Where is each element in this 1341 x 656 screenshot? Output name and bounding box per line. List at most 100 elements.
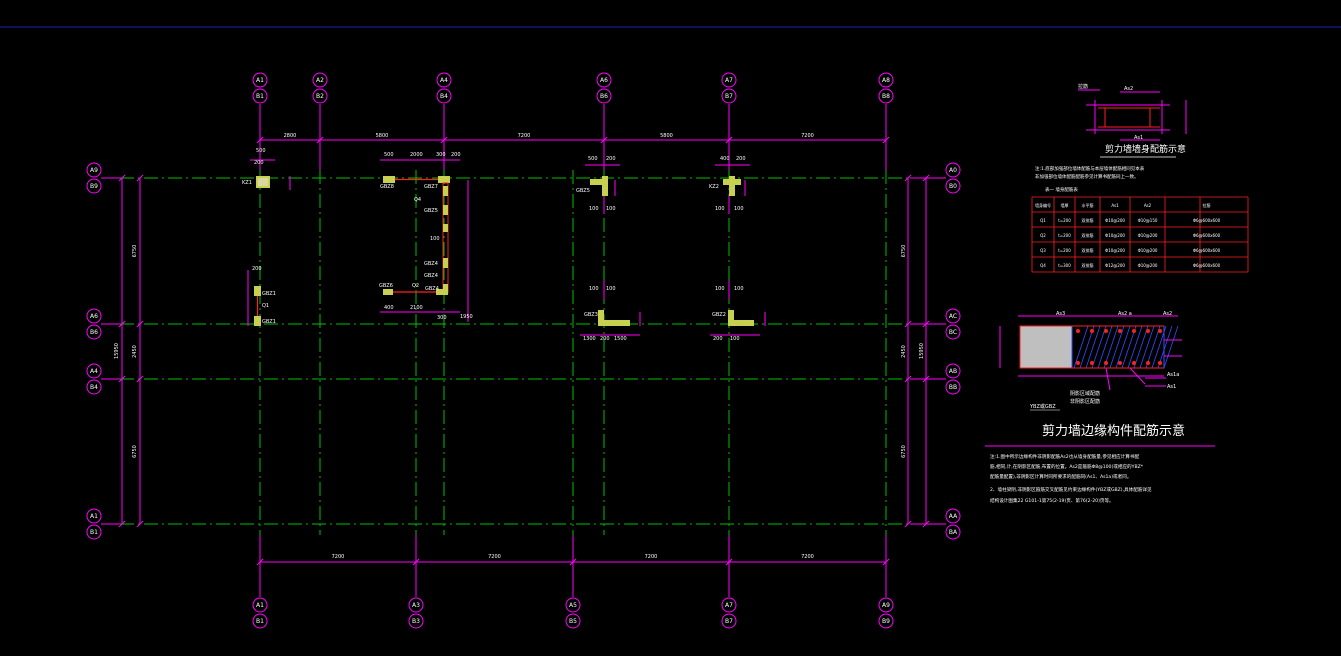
edge-note-4: 2、墙柱梁阴,非阴影区箍筋交叉配筋见约束边缘构件(YBZ或GBZ),具体配筋详见 (990, 486, 1152, 493)
local-dim-100g: 100 (715, 286, 725, 292)
axis-label: A1 (256, 602, 264, 609)
axis-label: A1 (90, 513, 98, 520)
axis-label: B8 (882, 93, 890, 100)
axis-label: B1 (90, 529, 98, 536)
label-q1: Q1 (262, 303, 269, 309)
axis-label: A5 (569, 602, 577, 609)
local-dim-500: 500 (256, 148, 266, 154)
local-dim-1500: 1500 (614, 336, 627, 342)
table-cell: Φ12@200 (1105, 263, 1125, 268)
axis-label: B0 (949, 183, 957, 190)
table-cell: Φ10@200 (1138, 248, 1158, 253)
member-gbz4 (436, 289, 448, 295)
dim-left-span: 6750 (132, 445, 138, 458)
edge-zone1-label: 阴影区域配筋 (1070, 390, 1100, 397)
axis-label: AA (949, 513, 958, 520)
edge-section-detail: As3 As2 a As2 As1a As1 阴影区域配筋 非阴影区配筋 YBZ… (985, 311, 1215, 504)
member-gbz1 (254, 286, 261, 296)
table-cell: Q1 (1040, 218, 1046, 223)
dim-bottom-span: 7200 (645, 554, 658, 560)
dim-top-span: 2800 (284, 133, 297, 139)
dim-left-span: 6750 (132, 245, 138, 258)
edge-as3-label: As3 (1056, 311, 1065, 317)
local-dim-2000: 2000 (410, 152, 423, 158)
axis-bubbles: A1B1A2B2A4B4A6B6A7B7A8B8A1B1A3B3A5B5A7B7… (86, 72, 961, 629)
axis-label: B1 (256, 618, 264, 625)
table-cell: Φ10@200 (1105, 218, 1125, 223)
local-dim-200d: 200 (736, 156, 746, 162)
local-dim-500b: 500 (384, 152, 394, 158)
dim-bottom-span: 7200 (332, 554, 345, 560)
member-gbz6 (383, 289, 393, 295)
axis-label: A3 (412, 602, 420, 609)
local-dim-1950: 1950 (460, 314, 473, 320)
table-cell: Φ10@200 (1138, 263, 1158, 268)
axis-label: A2 (316, 77, 324, 84)
axis-label: A9 (90, 167, 98, 174)
label-q4: Q4 (414, 197, 421, 203)
table-cell: t=300 (1058, 263, 1071, 268)
axis-label: A4 (90, 368, 98, 375)
dim-right-total: 15950 (919, 343, 925, 359)
table-cell: 双排筋 (1082, 232, 1094, 238)
table-cell: Φ6@600x600 (1193, 263, 1221, 268)
axis-label: AC (949, 313, 957, 320)
axis-label: B7 (725, 93, 733, 100)
local-dim-100b: 100 (606, 206, 616, 212)
dim-right-span: 6750 (901, 245, 907, 258)
label-gbz4-c: GBZ4 (425, 286, 439, 292)
local-dim-1300: 1300 (583, 336, 596, 342)
local-dim-400b: 400 (384, 305, 394, 311)
label-gbz5: GBZ5 (576, 188, 590, 194)
table-header-cell: 墙身编号 (1035, 202, 1051, 208)
edge-as1-label: As1 (1167, 384, 1176, 390)
local-dim-2100: 2100 (410, 305, 423, 311)
label-gbz4-a: GBZ4 (424, 261, 438, 267)
local-dim-400: 400 (720, 156, 730, 162)
label-gbz8: GBZ8 (380, 184, 394, 190)
member-gbz3 (598, 310, 604, 326)
dim-top-span: 5800 (376, 133, 389, 139)
table-cell: Φ10@200 (1105, 248, 1125, 253)
dim-bottom-span: 7200 (801, 554, 814, 560)
axis-label: B2 (316, 93, 324, 100)
local-dim-200f: 200 (713, 336, 723, 342)
edge-as2a-label: As2 a (1118, 311, 1132, 317)
member-gbz5 (590, 179, 608, 185)
dim-top-span: 7200 (801, 133, 814, 139)
axis-label: A8 (882, 77, 890, 84)
local-dim-100e: 100 (589, 286, 599, 292)
edge-section-title: 剪力墙边缘构件配筋示意 (1042, 423, 1185, 439)
axis-label: BC (949, 329, 957, 336)
wall-section-title: 剪力墙墙身配筋示意 (1105, 143, 1186, 155)
table-cell: 双排筋 (1082, 247, 1094, 253)
label-gbz7: GBZ7 (424, 184, 438, 190)
dim-bottom-span: 7200 (488, 554, 501, 560)
label-gbz3: GBZ3 (584, 312, 598, 318)
table-cell: 双排筋 (1082, 217, 1094, 223)
label-gbz1-a: GBZ1 (262, 291, 276, 297)
dim-right-span: 2450 (901, 345, 907, 358)
table-cell: t=200 (1058, 218, 1071, 223)
local-dim-200e: 200 (600, 336, 610, 342)
wall-tie-label: 拉筋 (1078, 83, 1088, 90)
table-cell: Q3 (1040, 248, 1046, 253)
label-kz2: KZ2 (709, 184, 719, 190)
axis-label: B1 (256, 93, 264, 100)
local-dim-100i: 100 (730, 336, 740, 342)
table-cell: t=200 (1058, 233, 1071, 238)
edge-note-3: 配筋量配置),非阴影区计算时同所要求的配筋同(As1、As1a)或者同。 (990, 473, 1131, 480)
local-dim-100f: 100 (606, 286, 616, 292)
wall-table-title: 表一 墙身配筋表 (1045, 186, 1078, 193)
axis-label: A6 (90, 313, 98, 320)
